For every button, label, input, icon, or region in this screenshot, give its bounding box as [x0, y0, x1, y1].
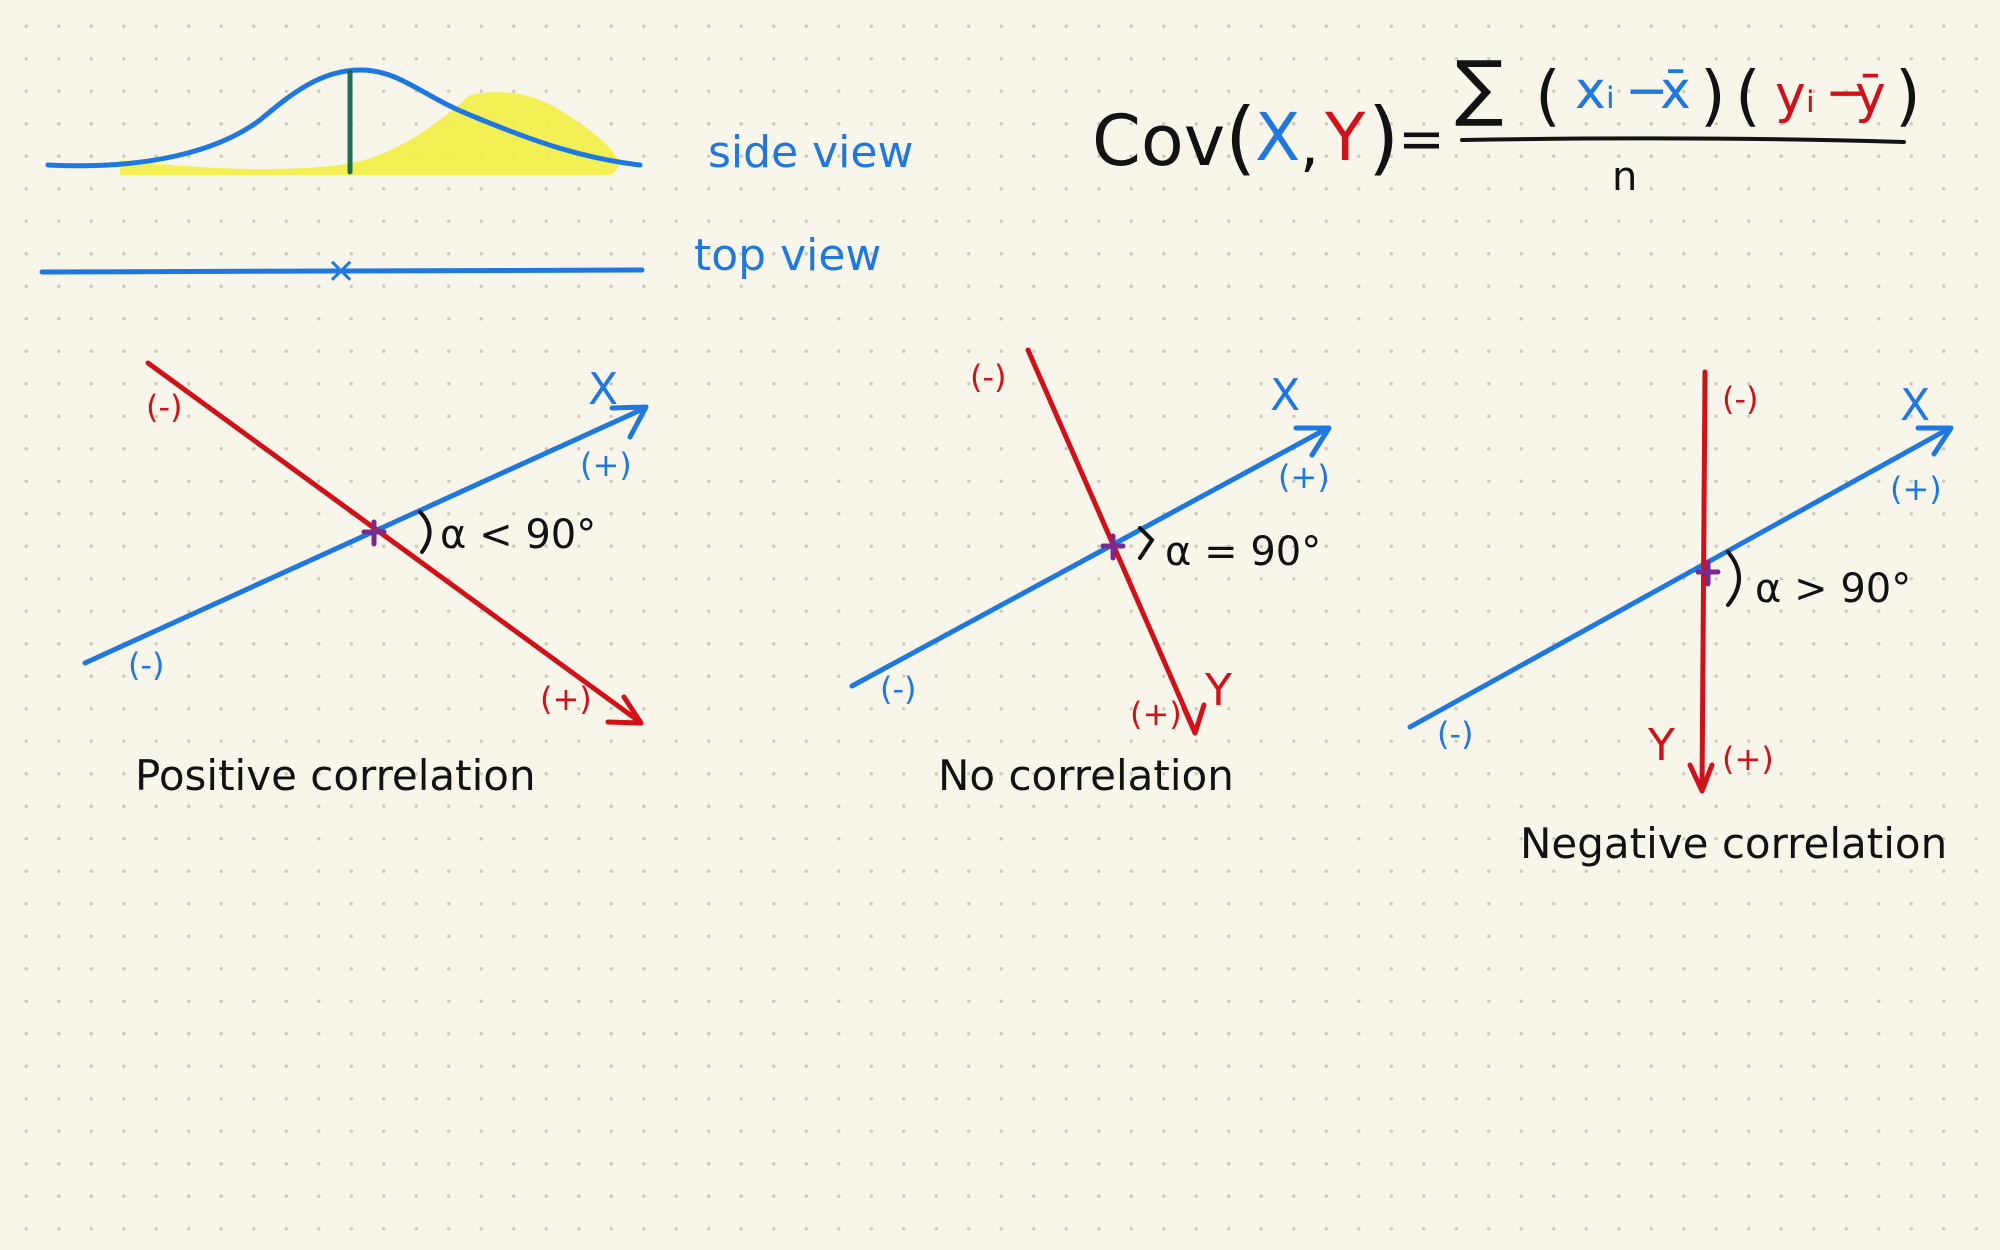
panel3-origin-mark — [1695, 559, 1721, 587]
panel1-title: Positive correlation — [135, 751, 536, 800]
panel1-x-axis — [82, 405, 648, 666]
panel-positive-correlation: X (+) (-) (-) (+) α < 90° Positive corre… — [82, 360, 649, 800]
panel-no-correlation: X (+) (-) (-) (+) Y α = 90° No correlati… — [849, 347, 1332, 800]
panel1-y-neg: (-) — [146, 388, 183, 426]
panel3-y-pos: (+) — [1722, 740, 1774, 778]
formula-sigma: ∑ — [1455, 45, 1504, 129]
formula-cov: Cov — [1092, 100, 1225, 182]
panel3-x-arrowhead — [1915, 425, 1954, 457]
panel2-y-neg: (-) — [970, 358, 1007, 396]
formula-x-bar: x̄ — [1660, 61, 1691, 121]
panel2-x-arrowhead — [1293, 425, 1332, 458]
panel3-x-pos: (+) — [1890, 470, 1942, 508]
formula-minus-1: − — [1625, 61, 1669, 121]
panel1-origin-mark — [361, 519, 387, 547]
formula-yi: yᵢ — [1775, 65, 1815, 125]
panel3-angle-label: α > 90° — [1755, 566, 1911, 612]
top-view-center-mark: × — [326, 250, 356, 291]
formula-x: X — [1255, 99, 1300, 176]
formula-comma: , — [1300, 110, 1319, 180]
formula-y: Y — [1324, 99, 1366, 176]
formula-paren-2-open: ( — [1735, 57, 1761, 134]
covariance-formula: Cov ( X , Y ) = ∑ ( xᵢ − x̄ ) ( yᵢ − ȳ )… — [1092, 45, 1921, 200]
panel3-y-neg: (-) — [1722, 380, 1759, 418]
panel3-title: Negative correlation — [1520, 819, 1947, 868]
panel2-y-label: Y — [1204, 665, 1232, 716]
panel2-angle-label: α = 90° — [1165, 529, 1321, 575]
panel1-x-neg: (-) — [128, 646, 165, 684]
top-view-label: top view — [694, 230, 881, 281]
panel3-x-neg: (-) — [1437, 715, 1474, 753]
panel1-y-pos: (+) — [540, 680, 592, 718]
formula-paren-1-open: ( — [1535, 57, 1561, 134]
panel1-angle-label: α < 90° — [440, 512, 596, 558]
panel1-angle-arc — [418, 510, 432, 554]
formula-denominator: n — [1612, 154, 1637, 200]
panel1-x-arrowhead — [609, 404, 649, 440]
panel3-y-label: Y — [1647, 720, 1675, 771]
panel1-y-arrowhead — [605, 694, 644, 726]
panel2-y-pos: (+) — [1130, 695, 1182, 733]
formula-open-paren: ( — [1225, 91, 1256, 184]
formula-paren-1-close: ) — [1700, 57, 1726, 134]
formula-y-bar: ȳ — [1855, 65, 1886, 125]
side-view-highlight — [120, 92, 619, 175]
panel2-angle-mark — [1138, 526, 1155, 560]
panel3-y-axis — [1699, 369, 1708, 793]
panel1-y-axis — [145, 360, 643, 725]
formula-fraction-bar — [1460, 136, 1906, 144]
panel3-x-label: X — [1900, 380, 1930, 431]
side-view-bell-line — [45, 67, 643, 169]
panel1-x-label: X — [588, 364, 618, 415]
panel3-y-arrowhead — [1687, 762, 1715, 794]
formula-xi: xᵢ — [1575, 61, 1615, 121]
panel1-x-pos: (+) — [580, 446, 632, 484]
panel2-y-arrowhead — [1181, 702, 1207, 736]
panel2-x-axis — [849, 425, 1331, 689]
side-view-curve — [45, 67, 643, 175]
side-view-label: side view — [708, 127, 913, 178]
formula-minus-2: − — [1825, 63, 1869, 123]
top-view-line — [39, 267, 645, 275]
panel3-x-axis — [1407, 425, 1953, 730]
panel3-angle-arc — [1726, 550, 1741, 607]
panel2-x-label: X — [1270, 370, 1300, 421]
panel-negative-correlation: X (+) (-) (-) (+) Y α > 90° Negative cor… — [1407, 369, 1954, 868]
formula-equals: = — [1398, 107, 1445, 172]
formula-close-paren: ) — [1368, 91, 1399, 184]
panel2-title: No correlation — [938, 751, 1234, 800]
panel2-x-pos: (+) — [1278, 458, 1330, 496]
formula-paren-2-close: ) — [1895, 57, 1921, 134]
panel2-x-neg: (-) — [880, 670, 917, 708]
panel2-origin-mark — [1100, 533, 1126, 561]
